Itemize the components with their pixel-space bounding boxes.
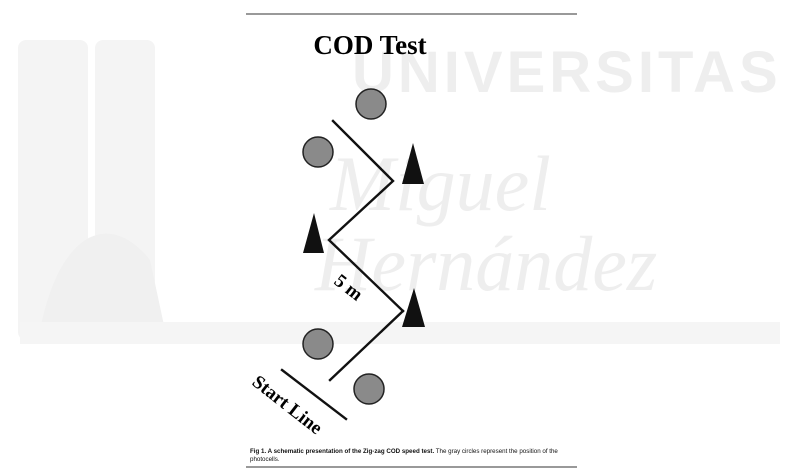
watermark: UNIVERSITAS Miguel Hernández <box>18 40 782 344</box>
start-line-label: Start Line <box>248 371 326 439</box>
watermark-line3: Hernández <box>314 220 657 307</box>
zigzag-path <box>280 119 405 421</box>
cone-2 <box>303 213 324 253</box>
zigzag-lower <box>328 309 405 382</box>
figure-caption: Fig 1. A schematic presentation of the Z… <box>250 448 580 463</box>
photocell-upper-left <box>302 136 334 168</box>
start-line <box>280 368 348 421</box>
photocells <box>302 88 387 405</box>
caption-text: The gray circles represent the position … <box>250 448 558 463</box>
watermark-line1: UNIVERSITAS <box>352 40 782 105</box>
watermark-line2: Miguel <box>329 140 551 227</box>
cones <box>303 143 425 327</box>
photocell-bottom-right <box>353 373 385 405</box>
photocell-lower-left <box>302 328 334 360</box>
cone-3 <box>402 288 425 327</box>
zigzag-upper <box>327 119 405 313</box>
caption-heading: Fig 1. A schematic presentation of the Z… <box>250 448 435 455</box>
photocell-top-right <box>355 88 387 120</box>
cone-1 <box>402 143 424 184</box>
figure-title: COD Test <box>313 30 426 60</box>
